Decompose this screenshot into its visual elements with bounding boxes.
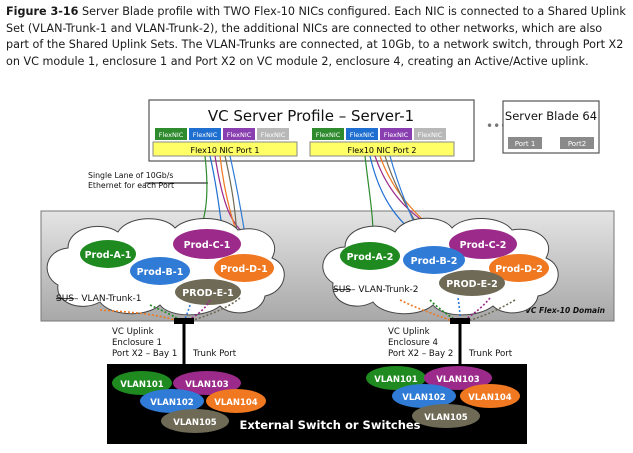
network-label: Prod-D-2	[495, 264, 543, 275]
vlan-blob	[206, 389, 266, 413]
network-blob	[489, 254, 549, 282]
figure-label: Figure 3-16	[6, 5, 79, 18]
vlan-group-right: VLAN101 VLAN103 VLAN102 VLAN104 VLAN105	[366, 366, 520, 428]
flexnic-box	[223, 128, 255, 140]
vlan-blob	[366, 366, 426, 390]
vlan-blob	[392, 384, 456, 408]
network-label: Prod-B-1	[137, 267, 184, 278]
network-label: Prod-C-2	[460, 240, 507, 251]
more-blades-ellipsis: •••	[486, 119, 507, 133]
vlan-blob	[140, 389, 204, 413]
vlan-blob	[412, 404, 480, 428]
flexnic-label: FlexNIC	[316, 131, 341, 139]
sus-1-prefix: SUS	[56, 294, 74, 304]
domain-label: VC Flex-10 Domain	[525, 306, 605, 315]
vlan-group-left: VLAN101 VLAN103 VLAN102 VLAN104 VLAN105	[112, 371, 266, 433]
right-networks: Prod-A-2 Prod-C-2 Prod-B-2 Prod-D-2 PROD…	[340, 229, 549, 296]
lane-note-line2: Ethernet for each Port	[88, 181, 174, 190]
vlan-blob	[173, 371, 241, 395]
flexnic-label: FlexNIC	[384, 131, 409, 139]
nic-port-2-label: Flex10 NIC Port 2	[347, 146, 416, 155]
flexnic-label: FlexNIC	[193, 131, 218, 139]
flexnic-box	[312, 128, 344, 140]
nic-port-1-label: Flex10 NIC Port 1	[190, 146, 259, 155]
vlan-label: VLAN104	[214, 398, 258, 408]
uplink-1-connector	[174, 318, 194, 324]
flexnic-box	[155, 128, 187, 140]
network-blob	[403, 246, 465, 274]
flexnic-label: FlexNIC	[418, 131, 443, 139]
network-blob	[340, 242, 400, 270]
network-label: Prod-D-1	[220, 264, 268, 275]
vlan-label: VLAN103	[185, 380, 229, 390]
flexnic-box	[380, 128, 412, 140]
flexnic-label: FlexNIC	[350, 131, 375, 139]
flexnic-box	[189, 128, 221, 140]
sus-2-rest: – VLAN-Trunk-2	[351, 285, 419, 295]
flexnic-box	[414, 128, 446, 140]
network-blob	[214, 254, 274, 282]
flexnic-label: FlexNIC	[159, 131, 184, 139]
network-label: Prod-B-2	[411, 256, 458, 267]
lane-note-line1: Single Lane of 10Gb/s	[88, 171, 173, 180]
flexnic-group-2: FlexNIC FlexNIC FlexNIC FlexNIC	[312, 128, 446, 140]
nic-port-2-bar	[309, 141, 455, 157]
network-blob	[80, 240, 136, 268]
blade64-port2-label: Port2	[568, 140, 586, 148]
figure-caption: Figure 3-16 Server Blade profile with TW…	[6, 4, 626, 70]
vlan-label: VLAN103	[436, 375, 480, 385]
trunk-port-1-label: Trunk Port	[192, 349, 237, 359]
flexnic-box	[346, 128, 378, 140]
network-label: PROD-E-1	[182, 288, 233, 299]
flexnic-label: FlexNIC	[261, 131, 286, 139]
left-networks: Prod-A-1 Prod-C-1 Prod-B-1 Prod-D-1 PROD…	[80, 229, 274, 305]
sus-1-label: SUS– VLAN-Trunk-1	[56, 294, 142, 304]
uplink-1-line3: Port X2 – Bay 1	[112, 349, 177, 359]
vlan-label: VLAN105	[424, 413, 468, 423]
network-label: Prod-A-1	[85, 250, 132, 261]
vlan-blob	[161, 409, 229, 433]
uplink-1-line1: VC Uplink	[112, 327, 154, 337]
vlan-label: VLAN102	[150, 398, 194, 408]
vlan-label: VLAN105	[173, 418, 217, 428]
trunk-port-2-label: Trunk Port	[468, 349, 513, 359]
vlan-blob	[424, 366, 492, 390]
uplink-2-line3: Port X2 – Bay 2	[388, 349, 453, 359]
vlan-blob	[112, 371, 172, 395]
vlan-label: VLAN101	[374, 375, 418, 385]
network-label: Prod-C-1	[184, 240, 231, 251]
uplink-2-connector	[450, 318, 470, 324]
network-blob	[173, 229, 241, 259]
network-blob	[449, 229, 517, 259]
uplink-2-line2: Enclosure 4	[388, 338, 438, 348]
blade64-port1-box	[508, 137, 542, 149]
blade64-port2-box	[560, 137, 594, 149]
sus-1-rest: – VLAN-Trunk-1	[74, 294, 142, 304]
caption-text: Server Blade profile with TWO Flex-10 NI…	[6, 5, 626, 68]
server-blade-64-title: Server Blade 64	[505, 109, 597, 123]
network-blob	[175, 279, 241, 305]
network-blob	[130, 257, 190, 285]
flexnic-box	[257, 128, 289, 140]
server-profile-title: VC Server Profile – Server-1	[208, 107, 414, 125]
blade64-port1-label: Port 1	[515, 140, 536, 148]
sus-2-prefix: SUS	[333, 285, 351, 295]
network-label: PROD-E-2	[446, 279, 497, 290]
sus-2-label: SUS– VLAN-Trunk-2	[333, 285, 419, 295]
uplink-2-line1: VC Uplink	[388, 327, 430, 337]
flexnic-group-1: FlexNIC FlexNIC FlexNIC FlexNIC	[155, 128, 289, 140]
vlan-label: VLAN104	[468, 393, 512, 403]
vlan-label: VLAN102	[402, 393, 446, 403]
network-label: Prod-A-2	[347, 252, 394, 263]
external-switch-label: External Switch or Switches	[239, 418, 420, 432]
vlan-label: VLAN101	[120, 380, 164, 390]
vlan-blob	[460, 384, 520, 408]
flexnic-label: FlexNIC	[227, 131, 252, 139]
uplink-1-line2: Enclosure 1	[112, 338, 162, 348]
network-blob	[439, 270, 505, 296]
